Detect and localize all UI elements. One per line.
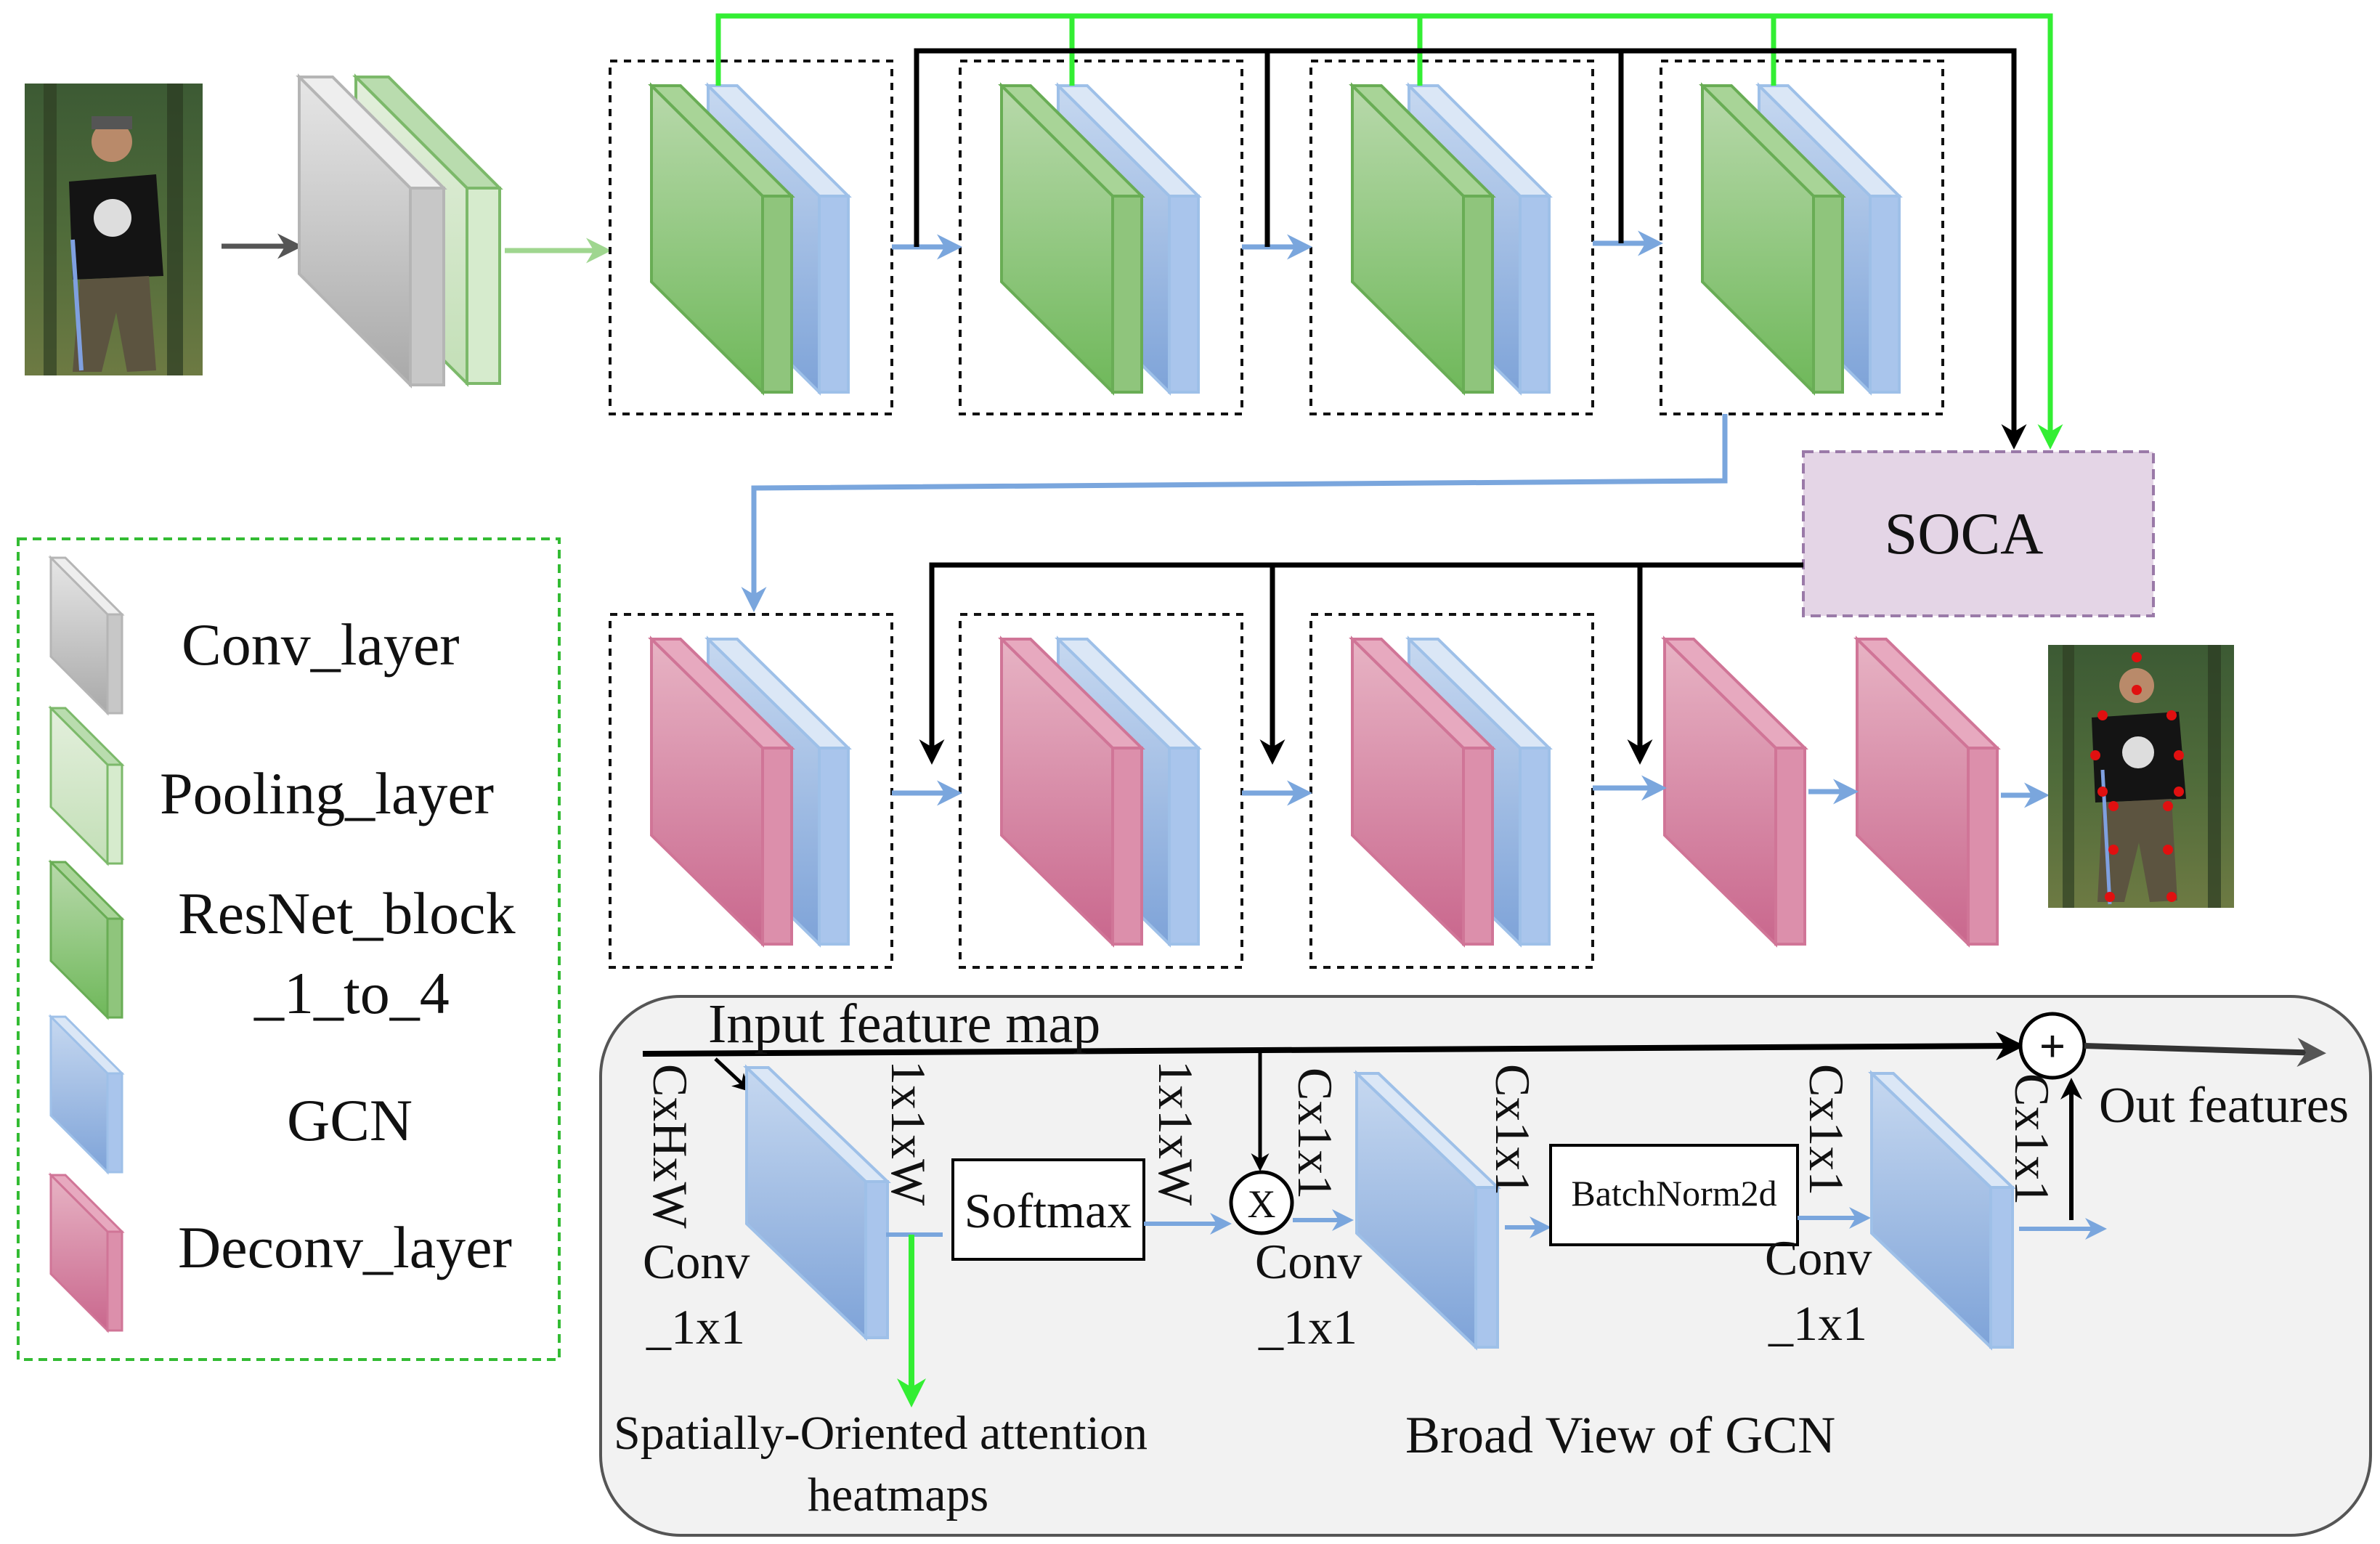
legend-gcn-swatch <box>48 1014 125 1175</box>
output-image <box>2048 645 2234 908</box>
add-node-symbol: + <box>2039 1020 2066 1072</box>
softmax-box <box>951 1158 1145 1261</box>
resnet-block-3 <box>1309 60 1594 415</box>
multiply-node-symbol: X <box>1248 1182 1276 1226</box>
legend-resnet-label-1: ResNet_block <box>178 880 516 946</box>
gcn-detail-panel: Input feature map + Out features X CxHxW… <box>599 994 2372 1537</box>
soca-box: SOCA <box>1802 450 2155 617</box>
resnet-block-4 <box>1660 60 1944 415</box>
batchnorm-label: BatchNorm2d <box>1571 1173 1776 1214</box>
dim-1x1xw-a: 1x1xW <box>881 1060 936 1206</box>
deconv-gcn-block-2 <box>959 613 1243 969</box>
out-features-label: Out features <box>2099 1078 2349 1134</box>
resnet-block-1 <box>609 60 893 415</box>
dim-cx1x1-c: Cx1x1 <box>1799 1064 1854 1195</box>
conv1-label-line1: Conv <box>643 1234 750 1289</box>
conv-pool-block <box>296 73 503 389</box>
gcn-caption: Broad View of GCN <box>1405 1406 1835 1464</box>
deconv-gcn-block-3 <box>1309 613 1594 969</box>
dim-1x1xw-b: 1x1xW <box>1148 1060 1203 1206</box>
legend-resnet-swatch <box>48 859 125 1020</box>
dim-cx1x1-b: Cx1x1 <box>1485 1064 1540 1195</box>
conv3-label-line2: _1x1 <box>1768 1296 1867 1351</box>
resnet-block-2 <box>959 60 1243 415</box>
legend-gcn-label: GCN <box>287 1087 413 1153</box>
heatmap-label-line1: Spatially-Oriented attention <box>614 1407 1148 1460</box>
conv1-label-line2: _1x1 <box>646 1299 745 1354</box>
input-feature-map-label: Input feature map <box>708 994 1100 1055</box>
gcn-conv1-block <box>743 1064 891 1341</box>
legend-pooling-swatch <box>48 705 125 866</box>
conv3-label-line1: Conv <box>1765 1230 1872 1285</box>
gcn-conv2-block <box>1353 1070 1501 1351</box>
legend-resnet-label-2: _1_to_4 <box>253 960 450 1026</box>
out-features-arrow <box>2084 1038 2326 1068</box>
deconv-layer-5 <box>1853 635 2001 948</box>
legend-pooling-label: Pooling_layer <box>160 760 494 826</box>
dim-cx1x1-a: Cx1x1 <box>1288 1068 1343 1199</box>
legend-deconv-label: Deconv_layer <box>178 1214 512 1280</box>
legend: Conv_layer Pooling_layer ResNet_block _1… <box>17 537 561 1361</box>
legend-conv-label: Conv_layer <box>182 611 460 678</box>
legend-deconv-swatch <box>48 1172 125 1333</box>
soca-output-connections <box>919 562 1803 765</box>
softmax-label: Softmax <box>964 1183 1132 1238</box>
multiply-node-icon <box>1229 1170 1294 1235</box>
gcn-conv3-block <box>1868 1070 2016 1351</box>
dim-cx1x1-d: Cx1x1 <box>2005 1073 2060 1205</box>
deconv-gcn-block-1 <box>609 613 893 969</box>
conv2-label-line2: _1x1 <box>1258 1299 1357 1354</box>
input-to-conv1-arrow <box>714 1057 751 1092</box>
heatmap-label-line2: heatmaps <box>808 1468 988 1521</box>
deconv-layer-4 <box>1661 635 1808 948</box>
arrow-resnet-to-deconv <box>741 414 1728 612</box>
input-image <box>25 84 203 375</box>
soca-label: SOCA <box>1885 500 2044 566</box>
conv2-label-line1: Conv <box>1255 1234 1362 1289</box>
input-feature-line <box>642 1031 2025 1061</box>
dim-cxhxw: CxHxW <box>643 1064 698 1229</box>
black-skip-connections <box>914 48 2027 450</box>
batchnorm-box <box>1549 1144 1799 1246</box>
legend-conv-swatch <box>48 555 125 716</box>
